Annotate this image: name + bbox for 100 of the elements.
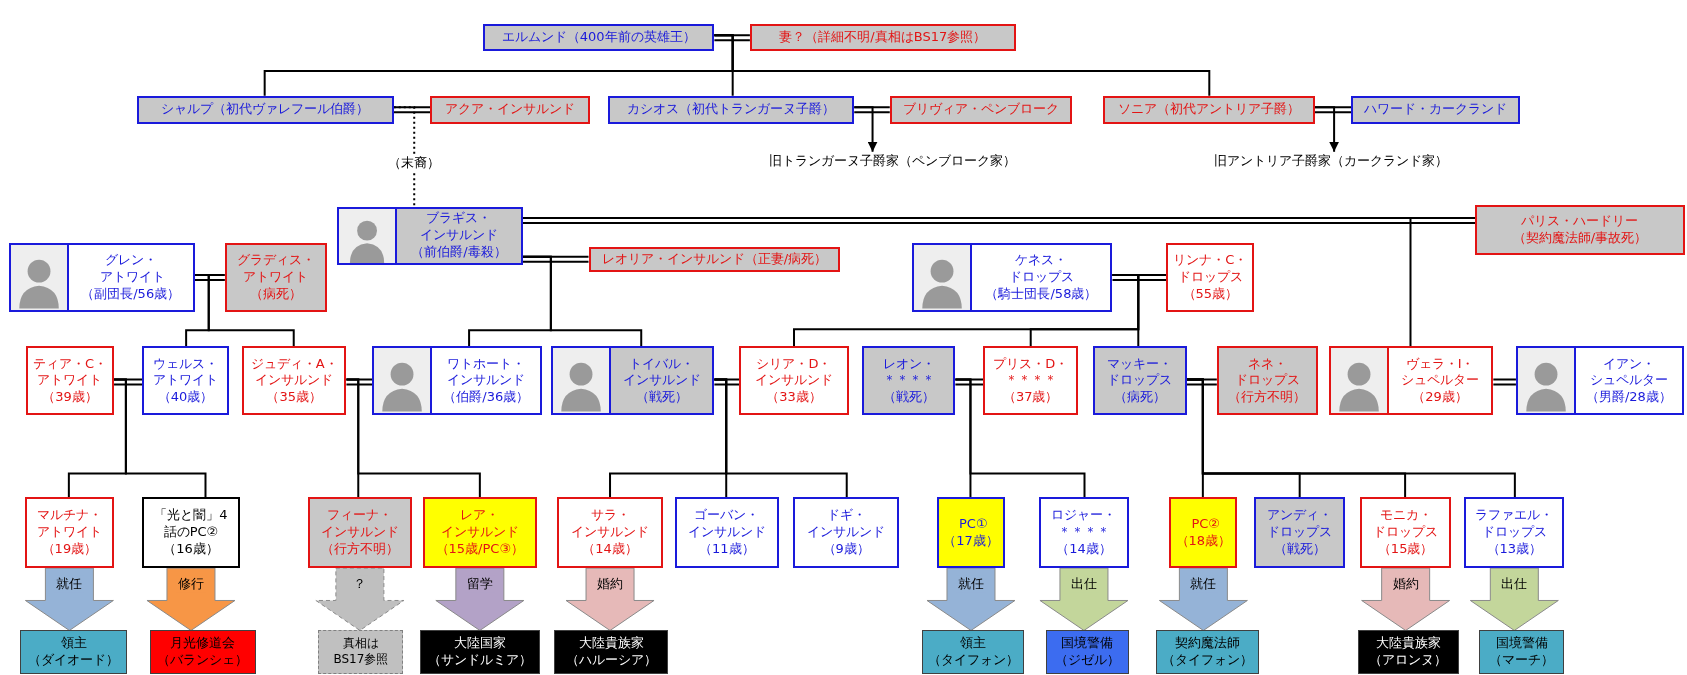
person-box bbox=[1102, 95, 1315, 124]
person-box bbox=[749, 23, 1016, 51]
person-name: ラファエル・ドロップス bbox=[1474, 507, 1555, 541]
detail-text: （バランシェ） bbox=[157, 652, 249, 669]
person-name: パリス・ハードリー bbox=[1521, 213, 1639, 231]
descent-line bbox=[392, 106, 416, 155]
detail-text: （伯爵/36歳） bbox=[443, 389, 530, 407]
detail-text: （35歳） bbox=[266, 389, 322, 407]
marriage-line bbox=[113, 378, 143, 386]
person-box bbox=[24, 497, 115, 569]
person-name: ブリヴィア・ペンブローク bbox=[902, 101, 1059, 119]
person-box bbox=[307, 497, 413, 569]
detail-text: （18歳） bbox=[1175, 532, 1232, 550]
person-box bbox=[607, 95, 855, 124]
marriage-line bbox=[954, 378, 985, 386]
arrow bbox=[1313, 106, 1340, 153]
detail-text: （15歳/PC③） bbox=[435, 541, 525, 558]
person-name: ヴェラ・I・シュペルター bbox=[1400, 355, 1481, 390]
detail-text: （ジゼル） bbox=[1054, 652, 1120, 669]
edge-label: 就任 bbox=[956, 575, 986, 593]
person-name: シャルプ（初代ヴァレフール伯爵） bbox=[161, 101, 370, 119]
detail-text: （40歳） bbox=[157, 389, 214, 407]
person-name: カシオス（初代トランガーヌ子爵） bbox=[627, 101, 836, 119]
person-name: ブラギス・インサルンド bbox=[418, 210, 499, 245]
person-box bbox=[1169, 497, 1238, 569]
detail-text: （タイフォン） bbox=[927, 652, 1019, 669]
marriage-line bbox=[345, 378, 374, 386]
person-box bbox=[1515, 346, 1684, 416]
edge-label: 修行 bbox=[175, 575, 206, 593]
detail-text: （副団長/56歳） bbox=[81, 286, 181, 303]
marriage-line bbox=[1111, 274, 1168, 282]
destination-box bbox=[554, 630, 669, 674]
destination-box bbox=[1045, 630, 1129, 674]
person-box bbox=[8, 243, 195, 312]
person-box bbox=[1039, 497, 1129, 569]
destination-box bbox=[149, 630, 257, 674]
destination-box bbox=[20, 630, 127, 674]
marriage-line bbox=[713, 34, 751, 42]
person-box bbox=[889, 95, 1072, 124]
person-name: レオン・＊＊＊＊ bbox=[881, 355, 936, 390]
person-name: イアン・シュペルター bbox=[1588, 355, 1669, 390]
person-name: 「光と闇」4話のPC② bbox=[153, 507, 229, 541]
descent-line bbox=[345, 378, 481, 499]
person-box bbox=[422, 497, 537, 569]
destination-box bbox=[1155, 630, 1259, 674]
person-name: サラ・インサルンド bbox=[570, 507, 651, 541]
detail-text: （マーチ） bbox=[1489, 652, 1555, 669]
person-name: ティア・C・アトワイト bbox=[31, 355, 108, 390]
person-box bbox=[739, 346, 849, 416]
person-box bbox=[1328, 346, 1494, 416]
person-name: 妻？（詳細不明/真相はBS17参照） bbox=[779, 28, 987, 46]
detail-text: （29歳） bbox=[1412, 389, 1468, 407]
person-box bbox=[1475, 205, 1685, 255]
person-name: トイバル・インサルンド bbox=[621, 355, 702, 390]
person-name: モニカ・ドロップス bbox=[1372, 507, 1440, 541]
detail-text: （タイフォン） bbox=[1161, 652, 1253, 669]
detail-text: （15歳） bbox=[1377, 541, 1434, 558]
descent-line bbox=[113, 378, 207, 499]
person-name: ウェルス・アトワイト bbox=[152, 355, 220, 390]
person-name: グラディス・アトワイト bbox=[235, 252, 316, 286]
person-name: リンナ・C・ドロップス bbox=[1172, 252, 1249, 286]
detail-text: （戦死） bbox=[1273, 541, 1326, 558]
person-box bbox=[557, 497, 663, 569]
person-name: ネネ・ドロップス bbox=[1233, 355, 1301, 390]
person-name: フィーナ・インサルンド bbox=[319, 507, 400, 541]
descent-line bbox=[713, 34, 1211, 97]
detail-text: （サンドルミア） bbox=[427, 652, 532, 669]
detail-text: （19歳） bbox=[41, 541, 98, 558]
destination-name: 国境警備 bbox=[1061, 635, 1114, 652]
detail-text: （騎士団長/58歳） bbox=[985, 286, 1098, 303]
marriage-line bbox=[392, 106, 432, 114]
person-box bbox=[1359, 497, 1452, 569]
person-name: アクア・インサルンド bbox=[444, 101, 575, 119]
person-box bbox=[136, 95, 394, 124]
edge-label: 婚約 bbox=[595, 575, 626, 593]
destination-name: 領主 bbox=[60, 635, 87, 652]
caption-text: （末裔） bbox=[376, 153, 452, 174]
destination-name: 国境警備 bbox=[1495, 635, 1548, 652]
caption-text: 旧トランガーヌ子爵家（ペンブローク家） bbox=[770, 151, 1016, 173]
descent-line bbox=[521, 255, 643, 348]
edge-label: 就任 bbox=[54, 575, 85, 593]
destination-box bbox=[419, 630, 541, 674]
person-name: エルムンド（400年前の英雄王） bbox=[501, 28, 696, 46]
person-box bbox=[912, 243, 1113, 312]
marriage-line bbox=[1313, 106, 1353, 114]
person-box bbox=[1216, 346, 1318, 416]
marriage-line bbox=[521, 255, 590, 263]
detail-text: （男爵/28歳） bbox=[1585, 389, 1672, 407]
person-name: ドギ・インサルンド bbox=[806, 507, 887, 541]
edge-label: 婚約 bbox=[1390, 575, 1421, 593]
person-box bbox=[1093, 346, 1187, 416]
edge-label: 出仕 bbox=[1499, 575, 1530, 593]
detail-text: （アロンヌ） bbox=[1369, 652, 1448, 669]
person-name: グレン・アトワイト bbox=[99, 252, 162, 286]
person-name: レア・インサルンド bbox=[439, 507, 520, 541]
detail-text: （病死） bbox=[249, 286, 302, 303]
descent-line bbox=[413, 172, 416, 208]
person-box bbox=[550, 346, 715, 416]
marriage-line bbox=[193, 274, 226, 282]
destination-name: 大陸貴族家 bbox=[1375, 635, 1441, 652]
